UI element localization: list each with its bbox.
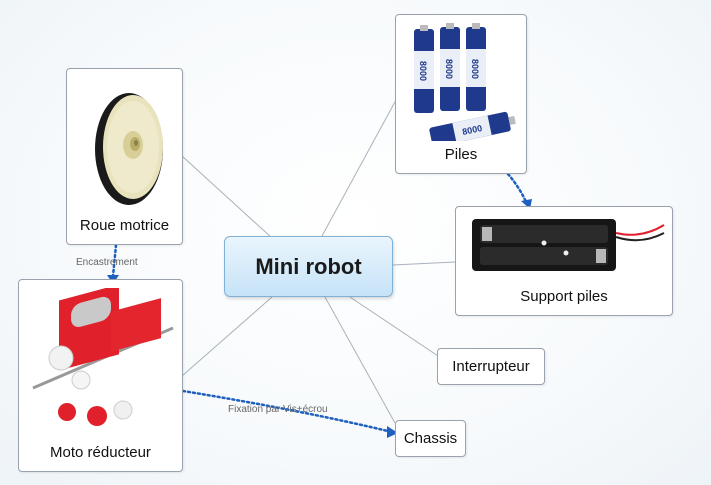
gear-motor-image: [32, 288, 174, 426]
relationship-arrow-piles-support: [506, 172, 529, 206]
battery-holder-image: [472, 219, 665, 271]
central-topic[interactable]: Mini robot: [224, 236, 393, 297]
relationship-label-encastrement: Encastrement: [76, 257, 138, 268]
relationship-arrow-fixation: [181, 389, 394, 434]
branch-line-support: [392, 261, 456, 266]
branch-line-moto: [181, 296, 273, 377]
battery-text: 8000: [461, 123, 483, 137]
node-label: Piles: [444, 146, 478, 163]
branch-line-chassis: [324, 296, 396, 424]
wheel-image: [95, 93, 163, 205]
battery-text: 8000: [444, 59, 454, 79]
branch-line-piles: [321, 99, 397, 237]
node-moto-reducteur[interactable]: Moto réducteur: [18, 279, 183, 472]
arrowhead-fixation: [387, 426, 398, 438]
node-label: Roue motrice: [79, 217, 170, 234]
node-piles[interactable]: 8000 8000 8000 8000 Piles: [395, 14, 527, 174]
batteries-image: 8000 8000 8000 8000: [414, 23, 516, 141]
battery-text: 8000: [470, 59, 480, 79]
branch-line-roue: [181, 155, 273, 239]
branch-line-interrupteur: [349, 296, 439, 357]
relationship-label-fixation: Fixation par Vis+écrou: [228, 404, 328, 415]
node-support-piles[interactable]: Support piles: [455, 206, 673, 316]
battery-text: 8000: [418, 61, 428, 81]
node-label: Moto réducteur: [50, 444, 151, 461]
node-chassis[interactable]: Chassis: [395, 420, 466, 457]
node-interrupteur[interactable]: Interrupteur: [437, 348, 545, 385]
relationship-arrow-encastrement: [111, 243, 118, 278]
node-label: Support piles: [520, 288, 608, 305]
node-roue-motrice[interactable]: Roue motrice: [66, 68, 183, 245]
